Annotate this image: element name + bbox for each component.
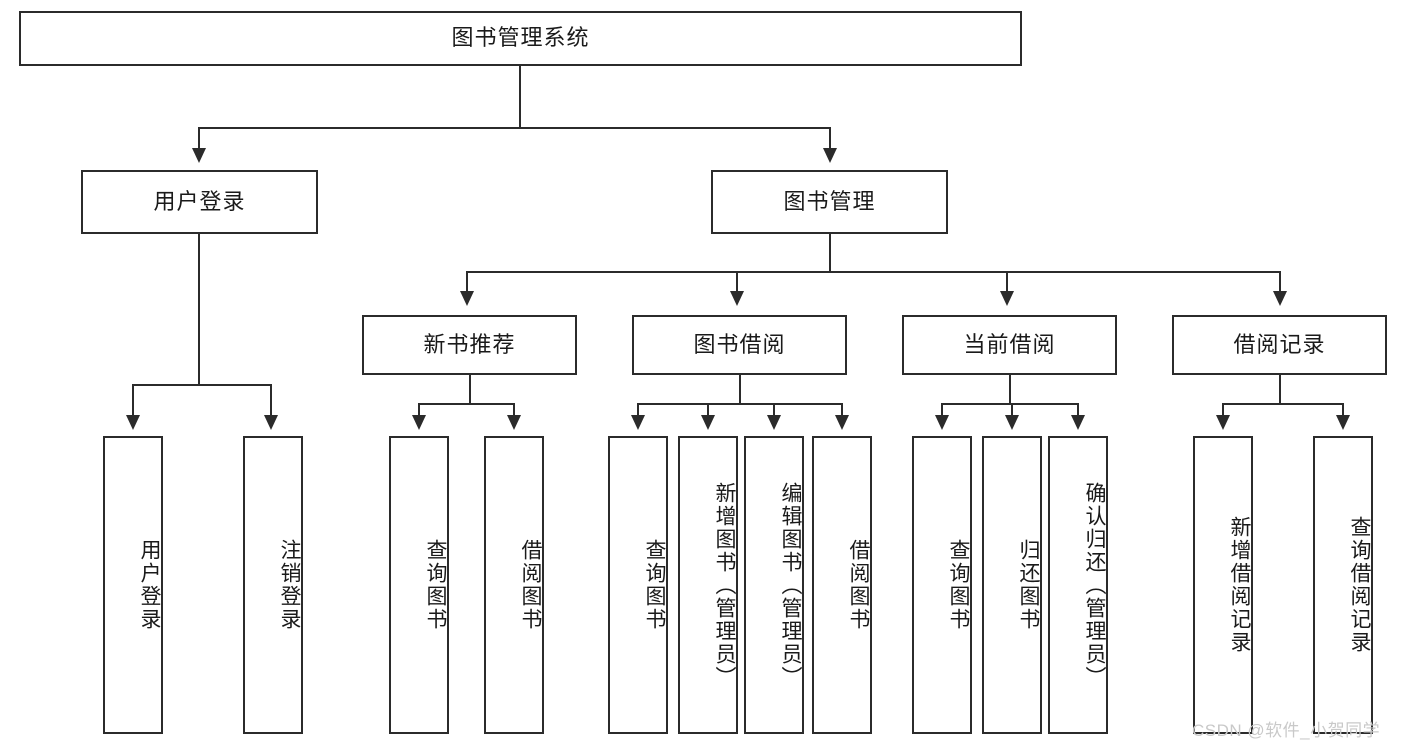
arrowhead-leaf-query-book-recommend <box>412 415 426 430</box>
arrowhead-leaf-add-borrow-record <box>1216 415 1230 430</box>
connector-recommend-stem <box>469 375 471 404</box>
connector-borrow-stem <box>739 375 741 404</box>
node-book-manage-label: 图书管理 <box>783 188 876 214</box>
node-new-book-recommend[interactable]: 新书推荐 <box>362 315 577 375</box>
csdn-watermark: CSDN @软件_小贺同学 <box>1192 721 1381 740</box>
connector-user-login-to-leaf1 <box>132 384 134 417</box>
connector-current-bus <box>941 403 1078 405</box>
connector-borrow-bus <box>637 403 842 405</box>
connector-user-login-stem <box>198 234 200 385</box>
arrowhead-leaf-return-book <box>1005 415 1019 430</box>
connector-bm-to-borrow <box>736 271 738 293</box>
node-current-borrow[interactable]: 当前借阅 <box>902 315 1117 375</box>
connector-book-manage-bus <box>466 271 1281 273</box>
node-leaf-borrow-book-label: 借阅图书 <box>847 539 870 631</box>
connector-borrow-to-leaf3 <box>773 403 775 417</box>
node-leaf-user-login-label: 用户登录 <box>138 539 161 631</box>
connector-current-to-leaf2 <box>1011 403 1013 417</box>
node-book-borrow-label: 图书借阅 <box>693 331 786 357</box>
node-root[interactable]: 图书管理系统 <box>19 11 1022 66</box>
node-leaf-query-book-current[interactable]: 查询图书 <box>912 436 972 734</box>
arrowhead-leaf-query-book-borrow <box>631 415 645 430</box>
node-leaf-query-book-recommend[interactable]: 查询图书 <box>389 436 449 734</box>
node-leaf-query-book-borrow[interactable]: 查询图书 <box>608 436 668 734</box>
connector-record-to-leaf2 <box>1342 403 1344 417</box>
connector-bm-to-recommend <box>466 271 468 293</box>
node-leaf-edit-book-label: 编辑图书（管理员） <box>779 481 802 689</box>
node-leaf-borrow-book-recommend[interactable]: 借阅图书 <box>484 436 544 734</box>
node-leaf-edit-book[interactable]: 编辑图书（管理员） <box>744 436 804 734</box>
node-leaf-user-login[interactable]: 用户登录 <box>103 436 163 734</box>
connector-user-login-to-leaf2 <box>270 384 272 417</box>
connector-root-bus <box>198 127 831 129</box>
connector-borrow-to-leaf2 <box>707 403 709 417</box>
arrowhead-leaf-query-book-current <box>935 415 949 430</box>
node-leaf-add-borrow-record[interactable]: 新增借阅记录 <box>1193 436 1253 734</box>
arrowhead-leaf-query-borrow-record <box>1336 415 1350 430</box>
connector-user-login-bus <box>132 384 270 386</box>
node-leaf-add-book[interactable]: 新增图书（管理员） <box>678 436 738 734</box>
node-leaf-confirm-return-label: 确认归还（管理员） <box>1083 481 1106 689</box>
connector-recommend-to-leaf1 <box>418 403 420 417</box>
node-user-login[interactable]: 用户登录 <box>81 170 318 234</box>
connector-record-stem <box>1279 375 1281 404</box>
connector-root-stem <box>519 66 521 128</box>
connector-recommend-bus <box>418 403 515 405</box>
connector-current-stem <box>1009 375 1011 404</box>
connector-record-bus <box>1222 403 1343 405</box>
node-leaf-query-borrow-record[interactable]: 查询借阅记录 <box>1313 436 1373 734</box>
connector-current-to-leaf1 <box>941 403 943 417</box>
connector-current-to-leaf3 <box>1077 403 1079 417</box>
connector-borrow-to-leaf1 <box>637 403 639 417</box>
connector-bm-to-current <box>1006 271 1008 293</box>
connector-root-to-user-login <box>198 127 200 150</box>
arrowhead-leaf-confirm-return <box>1071 415 1085 430</box>
node-leaf-borrow-book[interactable]: 借阅图书 <box>812 436 872 734</box>
arrowhead-user-login <box>192 148 206 163</box>
arrowhead-leaf-borrow-book-recommend <box>507 415 521 430</box>
arrowhead-current-borrow <box>1000 291 1014 306</box>
node-book-borrow[interactable]: 图书借阅 <box>632 315 847 375</box>
node-current-borrow-label: 当前借阅 <box>963 331 1056 357</box>
arrowhead-leaf-logout <box>264 415 278 430</box>
node-book-manage[interactable]: 图书管理 <box>711 170 948 234</box>
arrowhead-book-borrow <box>730 291 744 306</box>
arrowhead-new-book-recommend <box>460 291 474 306</box>
arrowhead-leaf-add-book <box>701 415 715 430</box>
node-leaf-add-borrow-record-label: 新增借阅记录 <box>1228 516 1251 654</box>
node-leaf-confirm-return[interactable]: 确认归还（管理员） <box>1048 436 1108 734</box>
node-leaf-query-book-current-label: 查询图书 <box>947 539 970 631</box>
arrowhead-book-manage <box>823 148 837 163</box>
connector-borrow-to-leaf4 <box>841 403 843 417</box>
node-leaf-return-book-label: 归还图书 <box>1017 539 1040 631</box>
node-borrow-record[interactable]: 借阅记录 <box>1172 315 1387 375</box>
connector-root-to-book-manage <box>829 127 831 150</box>
node-leaf-logout-label: 注销登录 <box>278 539 301 631</box>
arrowhead-borrow-record <box>1273 291 1287 306</box>
node-leaf-return-book[interactable]: 归还图书 <box>982 436 1042 734</box>
connector-bm-to-record <box>1279 271 1281 293</box>
node-leaf-borrow-book-recommend-label: 借阅图书 <box>519 539 542 631</box>
node-leaf-logout[interactable]: 注销登录 <box>243 436 303 734</box>
node-user-login-label: 用户登录 <box>153 188 246 214</box>
arrowhead-leaf-edit-book <box>767 415 781 430</box>
node-new-book-recommend-label: 新书推荐 <box>423 331 516 357</box>
arrowhead-leaf-user-login <box>126 415 140 430</box>
node-leaf-add-book-label: 新增图书（管理员） <box>713 481 736 689</box>
node-borrow-record-label: 借阅记录 <box>1233 331 1326 357</box>
node-leaf-query-book-borrow-label: 查询图书 <box>643 539 666 631</box>
arrowhead-leaf-borrow-book <box>835 415 849 430</box>
connector-record-to-leaf1 <box>1222 403 1224 417</box>
connector-recommend-to-leaf2 <box>513 403 515 417</box>
node-leaf-query-book-recommend-label: 查询图书 <box>424 539 447 631</box>
connector-book-manage-stem <box>829 234 831 272</box>
node-leaf-query-borrow-record-label: 查询借阅记录 <box>1348 516 1371 654</box>
node-root-label: 图书管理系统 <box>451 25 590 51</box>
